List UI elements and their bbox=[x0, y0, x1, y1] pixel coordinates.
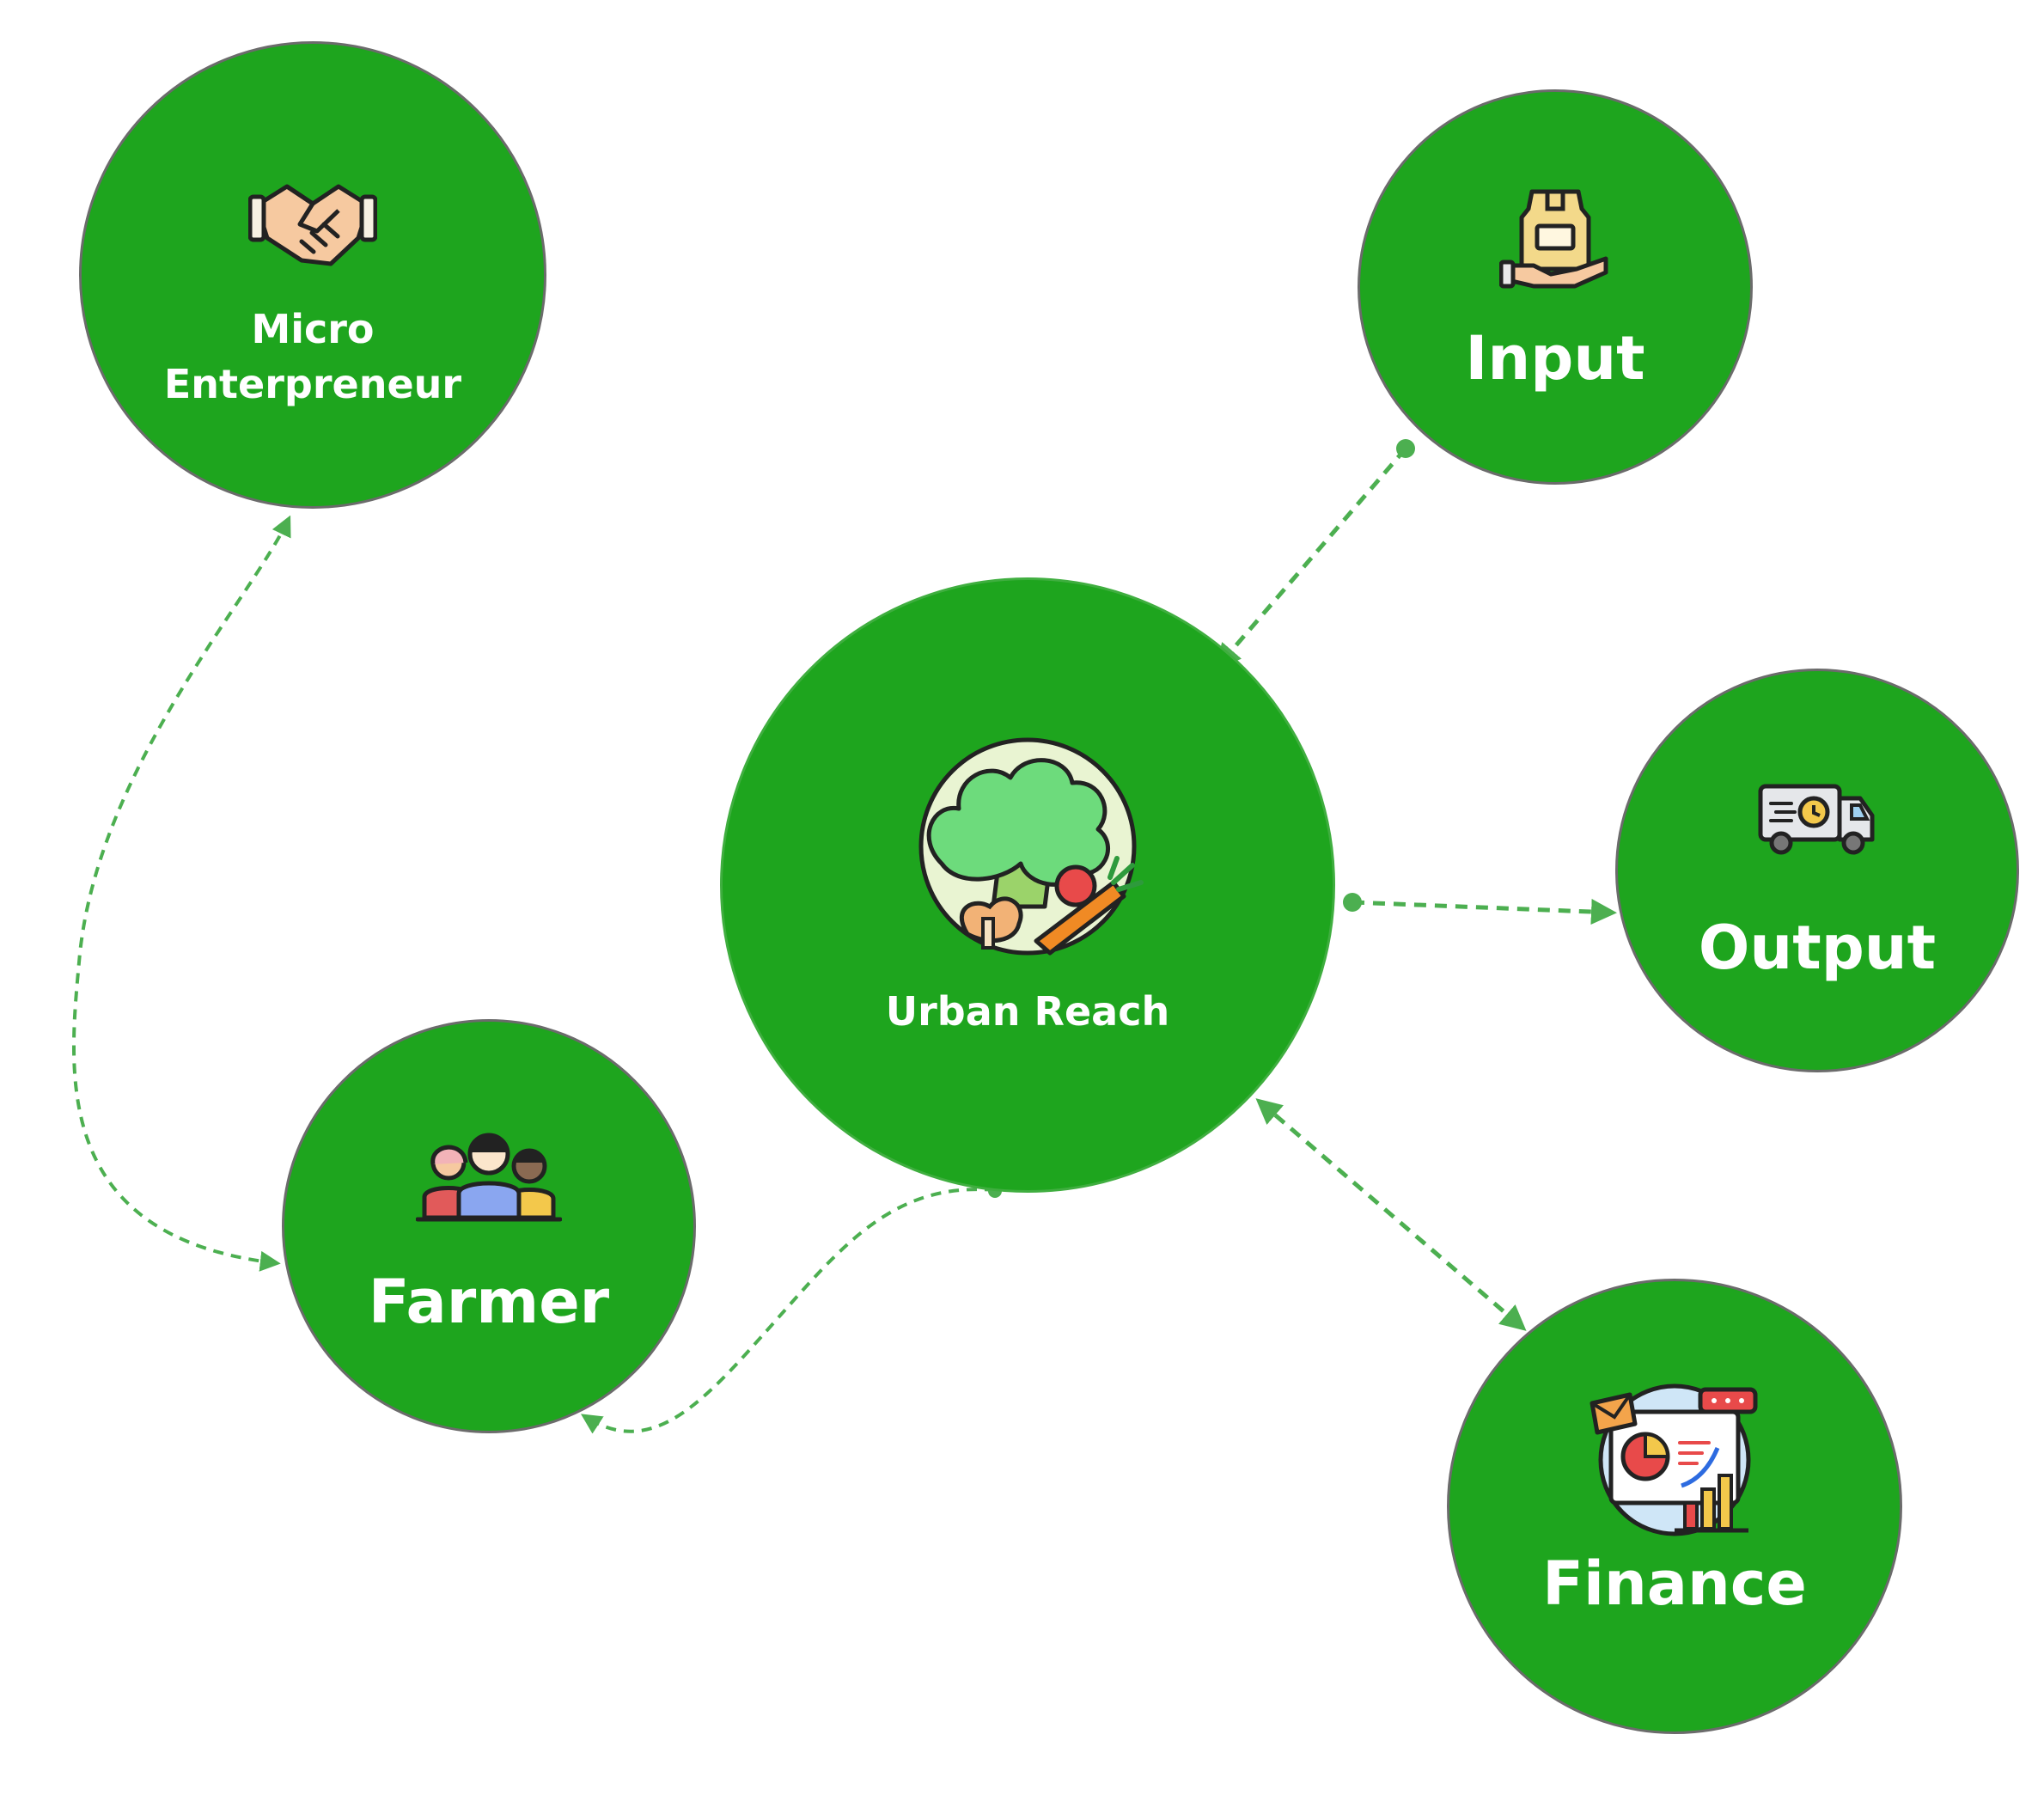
label-micro-line1: Micro bbox=[251, 306, 375, 352]
node-farmer: Farmer bbox=[282, 1019, 696, 1433]
connector-center-finance bbox=[1255, 1098, 1527, 1331]
handshake-icon bbox=[247, 171, 378, 274]
node-finance: Finance bbox=[1447, 1279, 1902, 1734]
delivery-truck-icon bbox=[1757, 781, 1877, 858]
label-micro-entrepreneur: Micro Enterpreneur bbox=[82, 302, 544, 412]
label-output: Output bbox=[1698, 913, 1937, 983]
label-finance: Finance bbox=[1542, 1548, 1807, 1619]
label-urban-reach: Urban Reach bbox=[885, 988, 1170, 1035]
connector-center-output bbox=[1343, 893, 1617, 925]
people-group-icon bbox=[415, 1128, 563, 1223]
label-farmer: Farmer bbox=[368, 1267, 610, 1337]
connector-farmer-micro bbox=[71, 515, 291, 1272]
label-micro-line2: Enterpreneur bbox=[163, 361, 462, 407]
node-urban-reach: Urban Reach bbox=[720, 577, 1335, 1193]
node-micro-entrepreneur: Micro Enterpreneur bbox=[79, 41, 546, 509]
finance-presentation-icon bbox=[1589, 1383, 1760, 1546]
vegetables-icon bbox=[907, 735, 1148, 967]
node-output: Output bbox=[1615, 669, 2019, 1072]
seed-bag-hand-icon bbox=[1498, 183, 1611, 295]
connector-input-center bbox=[1215, 439, 1415, 670]
node-input: Input bbox=[1358, 89, 1753, 485]
label-input: Input bbox=[1465, 323, 1645, 394]
